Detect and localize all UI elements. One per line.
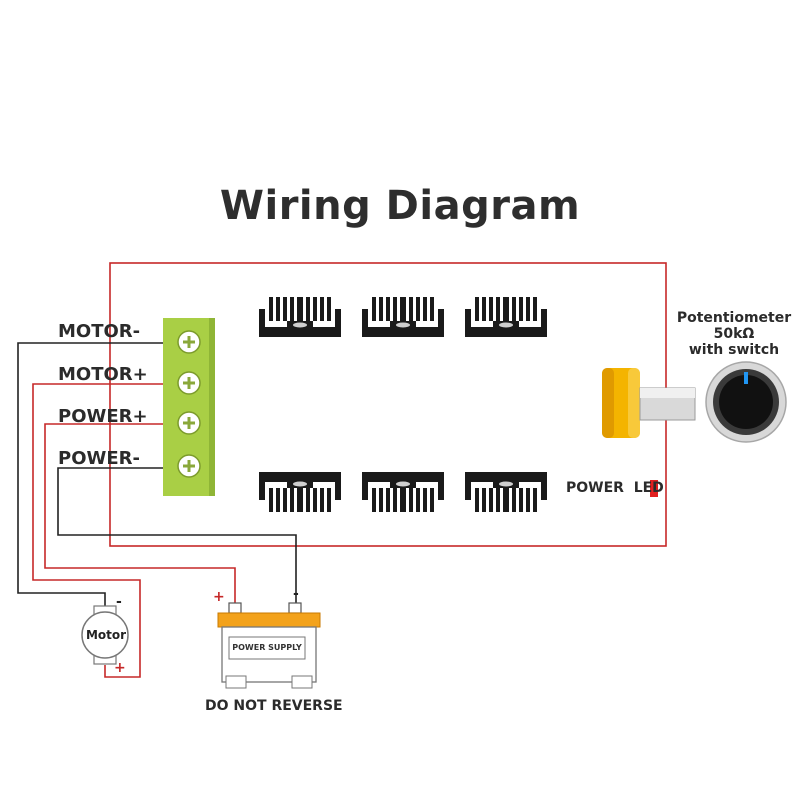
- warning-text: DO NOT REVERSE: [205, 698, 343, 714]
- heatsink-bottom-3: [465, 472, 547, 512]
- power-supply-label: POWER SUPPLY: [232, 643, 302, 652]
- heatsink-bottom-2: [362, 472, 444, 512]
- potentiometer-label-line2: 50kΩ: [713, 326, 755, 342]
- power-supply-plus-sign: +: [213, 589, 225, 605]
- terminal-block: [163, 318, 215, 496]
- screw-terminal-3: [177, 411, 201, 435]
- screw-terminal-1: [177, 330, 201, 354]
- motor-plus-sign: +: [114, 660, 126, 676]
- heatsink-top-1: [259, 297, 341, 337]
- potentiometer-label-line3: with switch: [688, 342, 780, 358]
- terminal-label-motor-plus: MOTOR+: [58, 364, 148, 385]
- wire-motor-minus: [17, 342, 163, 610]
- terminal-label-motor-minus: MOTOR-: [58, 321, 141, 342]
- wire-power-minus: [57, 467, 297, 604]
- wires: [17, 342, 297, 678]
- potentiometer-knob-front: [705, 361, 787, 443]
- motor-symbol: [81, 605, 129, 665]
- screw-terminal-2: [177, 371, 201, 395]
- page-title: Wiring Diagram: [219, 183, 581, 229]
- motor-minus-sign: -: [116, 594, 122, 610]
- heatsink-bottom-1: [259, 472, 341, 512]
- terminal-label-power-minus: POWER-: [58, 448, 140, 469]
- potentiometer-knob-side: [602, 368, 696, 438]
- heatsink-top-2: [362, 297, 444, 337]
- terminal-label-power-plus: POWER+: [58, 406, 148, 427]
- power-supply-battery: [217, 602, 321, 689]
- wire-motor-plus: [32, 383, 163, 678]
- screw-terminal-4: [177, 454, 201, 478]
- potentiometer-label-line1: Potentiometer: [676, 310, 792, 326]
- power-led: [650, 480, 658, 497]
- heatsink-top-3: [465, 297, 547, 337]
- wire-power-plus: [44, 423, 236, 604]
- power-led-label: POWER LED: [566, 480, 664, 496]
- power-supply-minus-sign: -: [293, 586, 299, 602]
- motor-label: Motor: [85, 628, 127, 642]
